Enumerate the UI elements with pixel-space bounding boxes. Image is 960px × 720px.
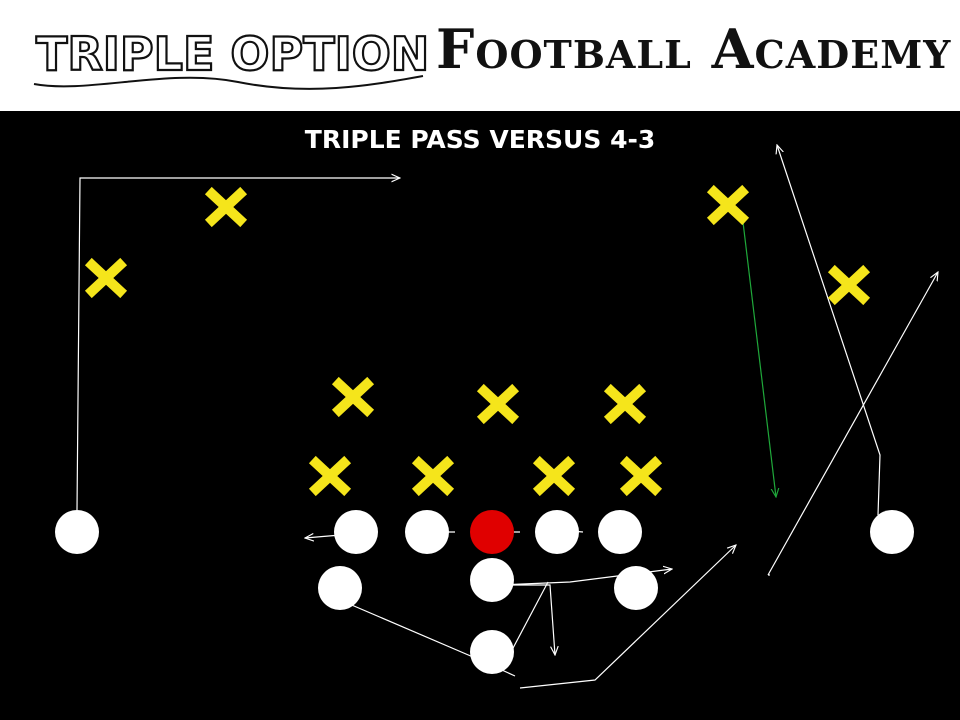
route-fb bbox=[500, 584, 555, 655]
logo-left-text: TRIPLE OPTION bbox=[36, 27, 428, 81]
defender-x bbox=[308, 455, 352, 497]
player-right-guard bbox=[535, 510, 579, 554]
defender-x bbox=[476, 383, 520, 425]
route-rhb bbox=[519, 545, 736, 689]
player-right-tackle bbox=[598, 510, 642, 554]
defense bbox=[84, 184, 871, 497]
defender-x bbox=[204, 186, 248, 228]
player-right-split-end bbox=[870, 510, 914, 554]
triple-option-logo: TRIPLE OPTION bbox=[33, 26, 428, 90]
route-tb bbox=[511, 581, 549, 651]
offense bbox=[55, 510, 914, 674]
player-left-split-end bbox=[55, 510, 99, 554]
route-right-split-end bbox=[777, 145, 881, 516]
defender-x bbox=[603, 383, 647, 425]
defender-x bbox=[706, 184, 750, 226]
header-banner: TRIPLE OPTION Football Academy bbox=[0, 0, 960, 111]
defender-x bbox=[619, 455, 663, 497]
defender-x bbox=[331, 376, 375, 418]
player-left-guard bbox=[405, 510, 449, 554]
defender-x bbox=[827, 264, 871, 306]
player-right-halfback bbox=[614, 566, 658, 610]
defender-x bbox=[84, 257, 128, 299]
player-left-halfback bbox=[318, 566, 362, 610]
player-fullback bbox=[470, 630, 514, 674]
play-title: TRIPLE PASS VERSUS 4-3 bbox=[304, 125, 656, 154]
route-qb-pass bbox=[767, 272, 938, 576]
player-left-tackle bbox=[334, 510, 378, 554]
defender-x bbox=[411, 455, 455, 497]
route-left-split-end bbox=[76, 178, 400, 511]
player-center bbox=[470, 510, 514, 554]
route-safety-green bbox=[742, 221, 776, 497]
player-quarterback bbox=[470, 558, 514, 602]
football-academy-logo-text: Football Academy bbox=[436, 17, 952, 81]
defender-x bbox=[532, 455, 576, 497]
